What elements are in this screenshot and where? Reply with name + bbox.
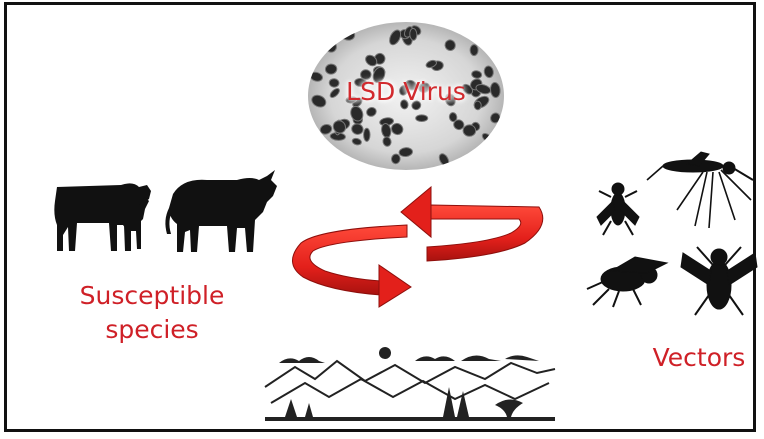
landscape-icon bbox=[265, 343, 555, 423]
virion-particle bbox=[325, 32, 335, 41]
virion-particle bbox=[340, 20, 350, 34]
fly-icon bbox=[593, 177, 643, 237]
housefly-icon bbox=[585, 249, 675, 309]
virus-micrograph: LSD Virus bbox=[307, 21, 505, 171]
horsefly-icon bbox=[679, 241, 759, 321]
virion-particle bbox=[409, 28, 417, 40]
cycle-arrow-upper bbox=[427, 205, 543, 261]
bull-silhouette-icon bbox=[163, 168, 283, 258]
susceptible-species-label: Susceptible species bbox=[67, 279, 237, 347]
diagram-frame: LSD Virus Susceptible species bbox=[4, 2, 756, 432]
cycle-arrows-icon bbox=[289, 177, 549, 307]
virion-particle bbox=[483, 146, 499, 164]
cycle-arrowhead-lower bbox=[379, 265, 411, 307]
virion-particle bbox=[364, 128, 370, 141]
vectors-label: Vectors bbox=[644, 341, 754, 375]
virion-particle bbox=[324, 26, 338, 40]
mosquito-icon bbox=[647, 150, 757, 230]
virion-particle bbox=[416, 115, 428, 122]
virion-particle bbox=[470, 45, 478, 56]
susceptible-line-2: species bbox=[67, 313, 237, 347]
virion-particle bbox=[463, 125, 476, 137]
virus-label: LSD Virus bbox=[307, 75, 505, 109]
susceptible-line-1: Susceptible bbox=[67, 279, 237, 313]
cattle-silhouette-icon bbox=[51, 175, 161, 255]
